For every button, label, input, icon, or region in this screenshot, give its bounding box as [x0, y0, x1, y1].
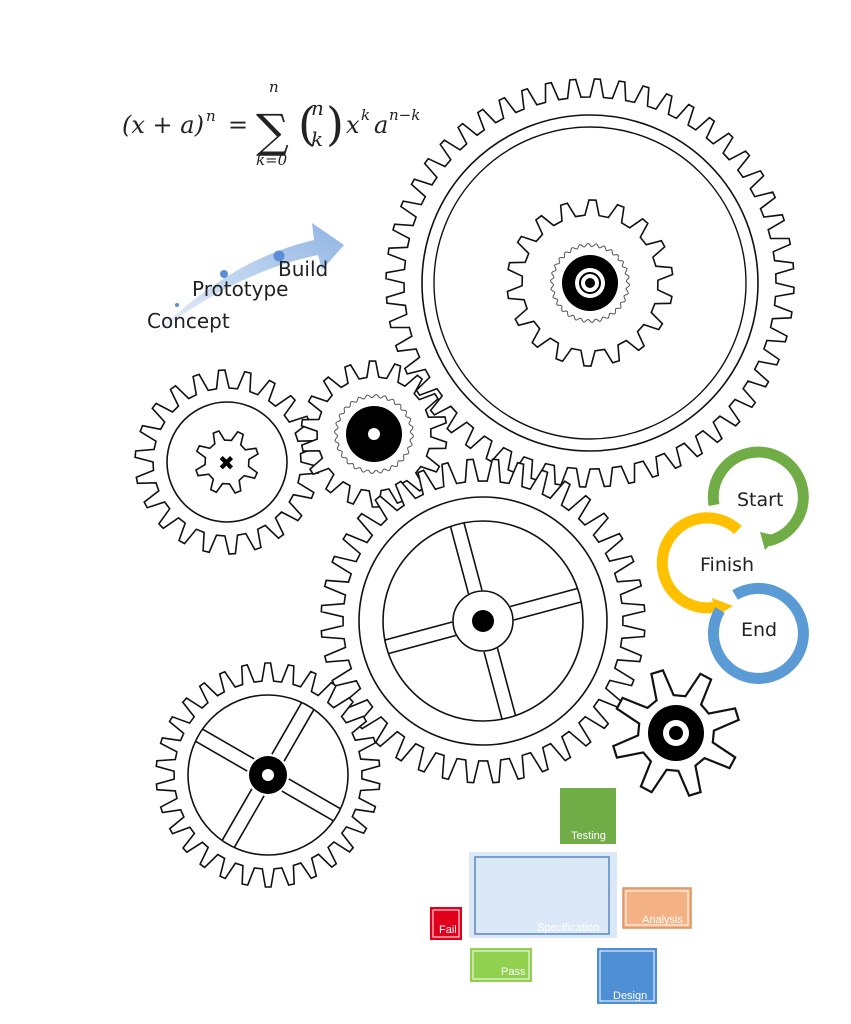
process-boxes: Testing Specification Analysis Fail Pass… — [430, 788, 692, 1004]
fail-box-inner-border — [432, 909, 460, 938]
star-gear-axle — [669, 726, 683, 740]
testing-label: Testing — [571, 830, 606, 842]
left-gear-rim — [166, 401, 288, 523]
bottom-left-gear-axle-hole — [262, 769, 274, 781]
step-label-prototype: Prototype — [192, 277, 288, 301]
design-box-inner-border — [599, 950, 655, 1002]
large-gear-serrated-ring — [549, 242, 631, 324]
star-gear — [611, 668, 741, 798]
analysis-box — [622, 887, 692, 929]
left-gear-axle-cross: ✖ — [218, 451, 235, 475]
formula-x-term: x — [346, 111, 360, 139]
small-gear-serrated-ring — [333, 393, 415, 475]
step-label-concept: Concept — [147, 309, 230, 333]
specification-box-inner — [474, 856, 610, 935]
center-gear-spoke — [384, 621, 457, 655]
center-gear-spoke — [483, 647, 517, 720]
center-gear — [320, 458, 646, 784]
center-gear-hub — [472, 610, 494, 632]
gear-group: ✖ — [134, 78, 795, 888]
center-gear-spoke — [449, 522, 483, 595]
progress-arrow: Concept Prototype Build — [147, 223, 344, 338]
pass-label: Pass — [501, 966, 526, 978]
step-dot-concept — [175, 303, 179, 307]
large-gear-inner-rim — [433, 126, 747, 440]
pass-box — [470, 948, 532, 982]
step-label-build: Build — [278, 257, 328, 281]
start-finish-end-cycle: Start Finish End — [656, 446, 809, 684]
formula-a-term: a — [374, 111, 388, 139]
bottom-left-gear-spoke — [194, 728, 255, 772]
formula-a-exponent: n−k — [389, 106, 420, 124]
cycle-arc-finish — [656, 512, 742, 614]
binomial-formula: (x + a) n = ∑ n k=0 ( n k ) x k a n−k — [122, 78, 420, 169]
fail-box — [430, 907, 462, 940]
step-dot-build — [273, 250, 285, 262]
left-gear: ✖ — [134, 369, 320, 555]
bottom-left-gear — [155, 662, 381, 888]
bottom-left-gear-rim — [187, 694, 349, 856]
design-label: Design — [613, 990, 647, 1002]
cycle-arrowhead-start — [760, 532, 778, 550]
left-gear-pinion — [195, 430, 259, 494]
specification-label: Specification — [537, 922, 599, 934]
cycle-label-start: Start — [737, 489, 783, 511]
formula-binom-top: n — [311, 96, 324, 120]
cycle-label-end: End — [741, 619, 777, 641]
formula-binom-right-paren: ) — [326, 97, 344, 151]
small-gear-axle-hole — [368, 428, 380, 440]
formula-lhs-exponent: n — [206, 107, 216, 125]
large-gear-axle — [585, 278, 595, 288]
cycle-label-finish: Finish — [700, 554, 754, 576]
bottom-left-gear-spoke — [281, 778, 342, 822]
formula-sum-symbol: ∑ — [256, 104, 289, 158]
formula-binom-bottom: k — [311, 127, 323, 151]
formula-sum-upper: n — [269, 78, 279, 96]
center-gear-outer-rim — [358, 496, 608, 746]
step-dot-prototype — [220, 270, 228, 278]
large-gear-hub-ring-inner — [579, 272, 601, 294]
formula-sum-lower: k=0 — [256, 151, 288, 169]
formula-binom-left-paren: ( — [298, 97, 316, 151]
formula-x-exponent: k — [361, 106, 370, 124]
design-box — [597, 948, 657, 1004]
bottom-left-gear-spoke — [221, 788, 265, 849]
testing-box — [560, 788, 616, 844]
pass-box-inner-border — [472, 950, 530, 980]
center-gear-spoke — [509, 587, 582, 621]
formula-lhs: (x + a) — [122, 111, 204, 139]
analysis-box-inner-border — [625, 890, 689, 926]
arrow-shape — [150, 223, 344, 338]
bottom-left-gear-spoke — [271, 701, 315, 762]
analysis-label: Analysis — [642, 914, 683, 926]
large-gear-rim — [421, 114, 759, 452]
center-gear-inner-rim — [382, 520, 584, 722]
cycle-arc-end — [707, 582, 809, 684]
cycle-arc-start — [707, 446, 809, 547]
fail-label: Fail — [439, 924, 457, 936]
formula-equals: = — [228, 111, 248, 139]
large-gear — [385, 78, 795, 488]
